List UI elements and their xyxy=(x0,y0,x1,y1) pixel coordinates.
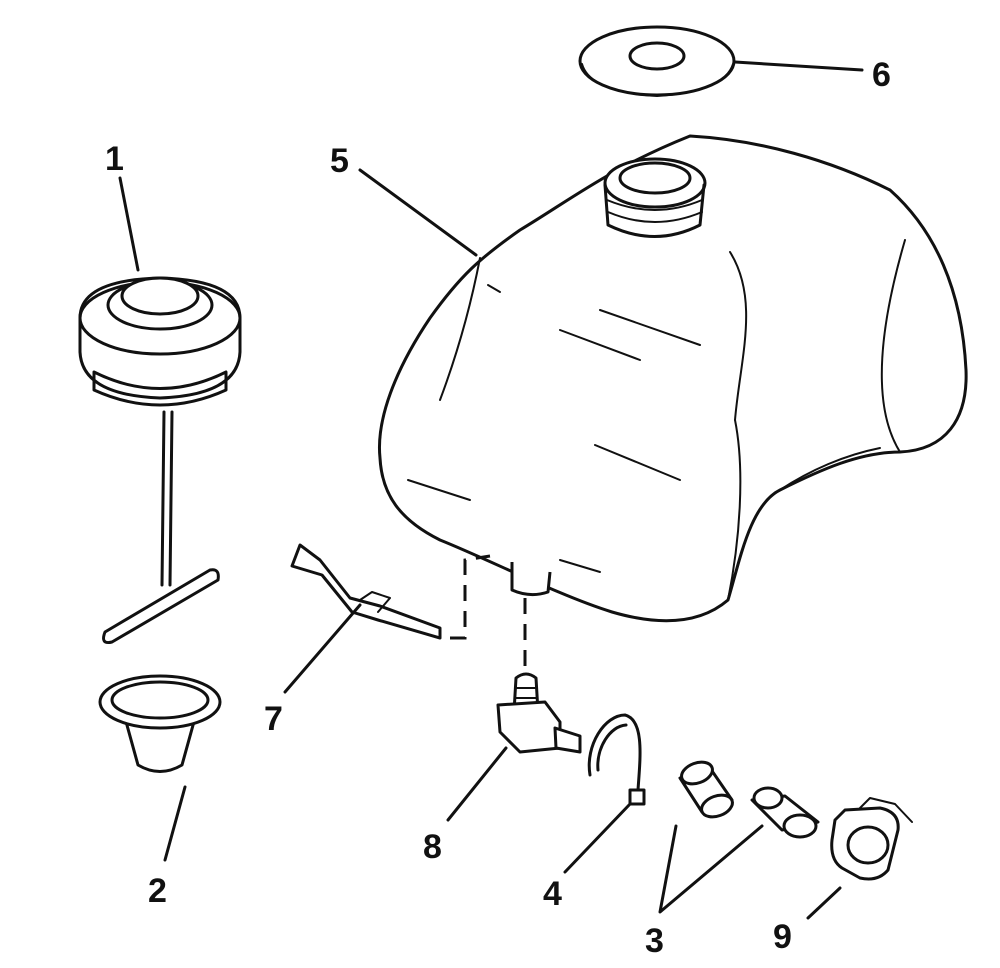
callout-5: 5 xyxy=(330,142,349,180)
part-7-bracket xyxy=(290,543,442,640)
leader-lines xyxy=(118,60,864,920)
part-2-cup xyxy=(98,674,222,773)
callout-2: 2 xyxy=(148,872,167,910)
part-3-hoses xyxy=(678,760,820,839)
callout-3: 3 xyxy=(645,922,664,960)
alignment-lines xyxy=(450,554,527,672)
callout-9: 9 xyxy=(773,918,792,956)
callout-4: 4 xyxy=(543,875,562,913)
part-5-fuel-tank xyxy=(377,134,968,623)
callout-7: 7 xyxy=(264,700,283,738)
callout-8: 8 xyxy=(423,828,442,866)
part-6-gasket xyxy=(578,25,736,97)
callout-1: 1 xyxy=(105,140,124,178)
part-4-clamp xyxy=(587,713,646,806)
part-1-filler-cap xyxy=(78,276,242,644)
part-8-elbow-fitting xyxy=(496,672,582,754)
callout-labels: 1 2 3 4 5 6 7 8 9 xyxy=(105,56,891,960)
part-9-clip xyxy=(830,797,913,881)
callout-6: 6 xyxy=(872,56,891,94)
